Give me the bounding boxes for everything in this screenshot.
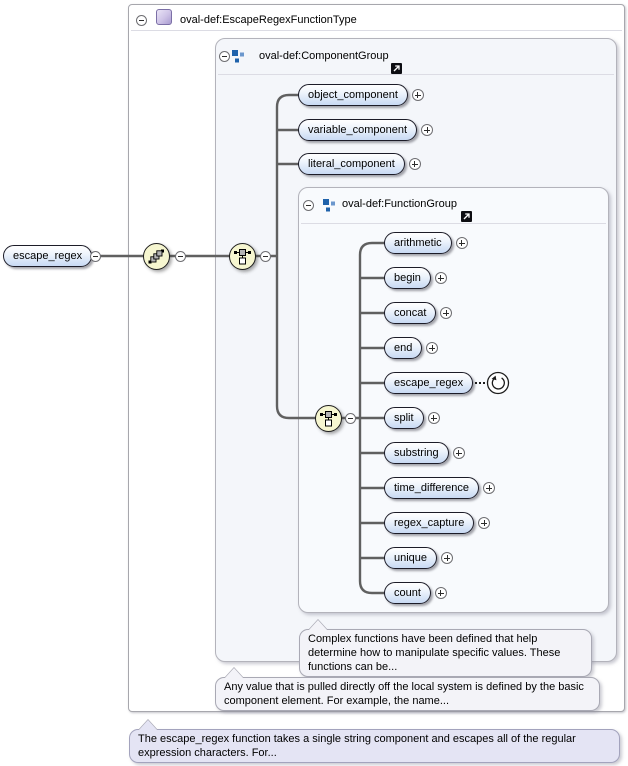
element-label: count [394, 587, 421, 599]
element-row: literal_component [298, 153, 421, 175]
element-row: escape_regex [384, 371, 510, 395]
element-label: split [394, 412, 414, 424]
element-row: escape_regex [3, 245, 93, 267]
expand-icon[interactable] [426, 342, 439, 354]
element-unique[interactable]: unique [384, 547, 438, 569]
element-label: escape_regex [13, 250, 83, 262]
element-arithmetic[interactable]: arithmetic [384, 232, 452, 254]
element-row: time_difference [384, 477, 496, 499]
element-regex-capture[interactable]: regex_capture [384, 512, 475, 534]
element-row: end [384, 337, 439, 359]
element-count[interactable]: count [384, 582, 431, 604]
element-literal-component[interactable]: literal_component [298, 153, 405, 175]
element-escape-regex-root[interactable]: escape_regex [3, 245, 93, 267]
divider [301, 223, 606, 224]
function-group-annotation: Complex functions have been defined that… [299, 619, 592, 677]
expand-icon[interactable] [478, 517, 491, 529]
expand-icon[interactable] [427, 412, 440, 424]
divider [218, 74, 614, 75]
expand-icon[interactable] [408, 158, 421, 170]
collapse-icon[interactable] [303, 200, 314, 211]
element-label: end [394, 342, 413, 354]
element-label: escape_regex [394, 377, 464, 389]
element-time-difference[interactable]: time_difference [384, 477, 480, 499]
element-row: variable_component [298, 119, 434, 141]
element-row: concat [384, 302, 453, 324]
collapse-icon[interactable] [175, 251, 186, 262]
annotation-tail [138, 720, 158, 732]
element-row: split [384, 407, 440, 429]
expand-icon[interactable] [452, 447, 465, 459]
goto-definition-icon[interactable] [391, 63, 402, 74]
element-label: regex_capture [394, 517, 465, 529]
annotation-tail [224, 668, 244, 680]
expand-icon[interactable] [421, 124, 434, 136]
choice-icon[interactable] [315, 405, 342, 432]
model-group-icon [323, 199, 336, 212]
function-group-title: oval-def:FunctionGroup [342, 198, 457, 210]
element-escape-regex[interactable]: escape_regex [384, 372, 474, 394]
sequence-icon[interactable] [143, 243, 170, 270]
element-label: time_difference [394, 482, 470, 494]
collapse-icon[interactable] [90, 251, 101, 262]
element-split[interactable]: split [384, 407, 424, 429]
root-annotation: The escape_regex function takes a single… [129, 719, 620, 763]
expand-icon[interactable] [411, 89, 424, 101]
collapse-icon[interactable] [260, 251, 271, 262]
component-group-title: oval-def:ComponentGroup [259, 50, 389, 62]
collapse-icon[interactable] [136, 15, 147, 26]
recursion-dots [475, 382, 486, 384]
element-label: concat [394, 307, 427, 319]
element-label: arithmetic [394, 237, 442, 249]
element-variable-component[interactable]: variable_component [298, 119, 418, 141]
expand-icon[interactable] [434, 272, 447, 284]
element-label: variable_component [308, 124, 408, 136]
element-label: begin [394, 272, 421, 284]
element-row: substring [384, 442, 465, 464]
element-row: unique [384, 547, 454, 569]
element-concat[interactable]: concat [384, 302, 437, 324]
element-row: begin [384, 267, 447, 289]
element-row: arithmetic [384, 232, 468, 254]
expand-icon[interactable] [434, 587, 447, 599]
model-group-icon [232, 50, 245, 63]
element-row: count [384, 582, 447, 604]
collapse-icon[interactable] [219, 51, 230, 62]
element-end[interactable]: end [384, 337, 423, 359]
collapse-icon[interactable] [345, 413, 356, 424]
choice-icon[interactable] [229, 243, 256, 270]
element-label: unique [394, 552, 428, 564]
element-label: literal_component [308, 158, 395, 170]
element-begin[interactable]: begin [384, 267, 431, 289]
function-group-box: oval-def:FunctionGroup [298, 187, 609, 613]
expand-icon[interactable] [455, 237, 468, 249]
element-object-component[interactable]: object_component [298, 84, 408, 106]
divider [131, 30, 622, 31]
element-substring[interactable]: substring [384, 442, 449, 464]
expand-icon[interactable] [441, 552, 454, 564]
element-label: object_component [308, 89, 398, 101]
element-row: object_component [298, 84, 424, 106]
component-group-annotation: Any value that is pulled directly off th… [215, 667, 600, 711]
recursion-icon [486, 371, 510, 395]
annotation-tail [308, 620, 328, 632]
expand-icon[interactable] [483, 482, 496, 494]
element-row: regex_capture [384, 512, 491, 534]
expand-icon[interactable] [440, 307, 453, 319]
complextype-icon [156, 9, 172, 25]
element-label: substring [394, 447, 439, 459]
goto-definition-icon[interactable] [461, 211, 472, 222]
complextype-title: oval-def:EscapeRegexFunctionType [180, 14, 357, 26]
